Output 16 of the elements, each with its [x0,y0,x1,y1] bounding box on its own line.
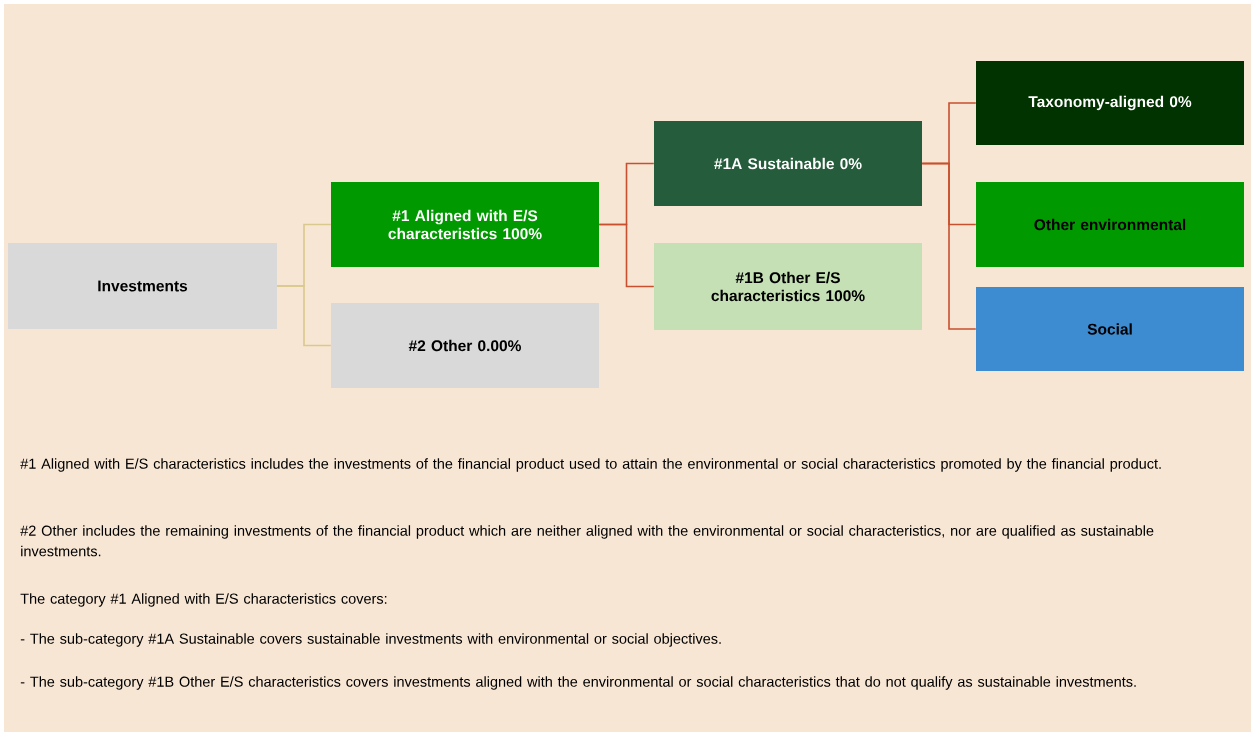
category-box: #1B Other E/S characteristics 100% [654,243,922,330]
category-box: Taxonomy-aligned 0% [976,61,1244,145]
connector-line [921,162,977,330]
category-box: #2 Other 0.00% [331,303,599,388]
category-box: Investments [8,243,277,329]
note-paragraph: The category #1 Aligned with E/S characteristics covers: [20,593,387,607]
category-box: Social [976,287,1244,371]
note-paragraph: - The sub-category #1B Other E/S characteristics covers investments aligned with the environmental or social characteristics that do not qualify as sustainable investments. [20,676,1136,690]
connector-line [598,223,655,288]
connector-line [276,285,332,347]
note-paragraph: #2 Other includes the remaining investments of the financial product which are neither aligned with the environmental or social characteristics, nor are qualified as sustainable investments. [20,525,1154,557]
note-paragraph: - The sub-category #1A Sustainable covers sustainable investments with environmental or social objectives. [20,633,721,647]
category-box: #1 Aligned with E/S characteristics 100% [331,182,599,267]
category-box: #1A Sustainable 0% [654,121,922,206]
category-box: Other environmental [976,182,1244,267]
note-paragraph: #1 Aligned with E/S characteristics includes the investments of the financial product used to attain the environmental or social characteristics promoted by the financial product. [20,458,1161,472]
